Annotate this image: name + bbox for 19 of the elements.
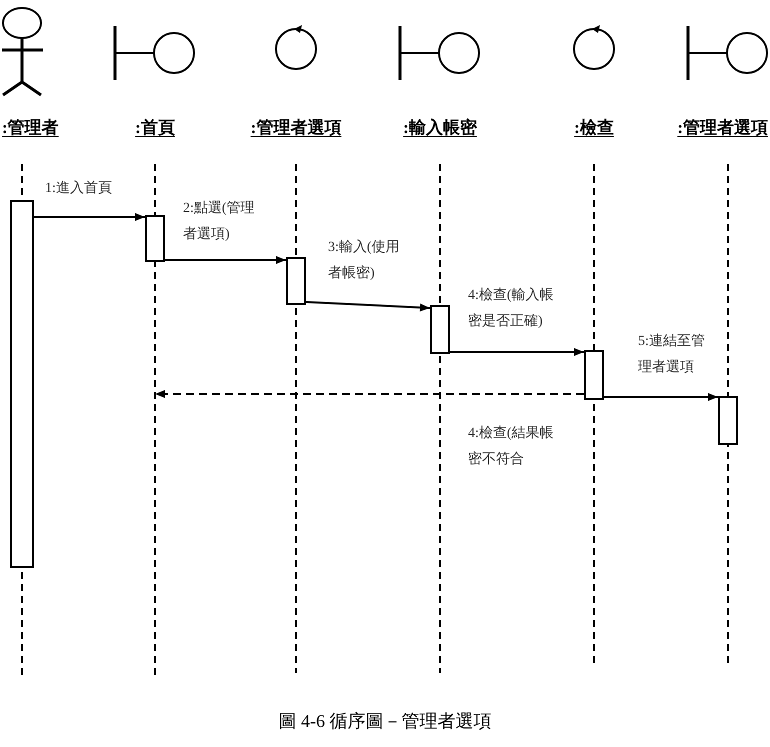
activation-bar [145,215,165,262]
object-name: :管理者選項 [677,117,768,139]
object-name: :管理者 [2,117,59,139]
activation-bar [10,200,34,568]
object-name: :檢查 [574,117,614,139]
activation-bar [584,350,604,400]
message-arrow [450,348,584,356]
activation-bar [718,396,738,445]
message-arrow [165,256,286,264]
message-arrow [604,393,718,401]
message-arrow [306,301,430,312]
object-name: :輸入帳密 [403,117,477,139]
message-arrow [34,213,145,221]
object-name: :管理者選項 [250,117,342,139]
activation-bar [430,305,450,354]
object-name: :首頁 [135,117,175,139]
activation-bar [286,257,306,305]
figure-caption: 圖 4-6 循序圖－管理者選項 [278,710,492,733]
return-arrow [155,390,584,398]
